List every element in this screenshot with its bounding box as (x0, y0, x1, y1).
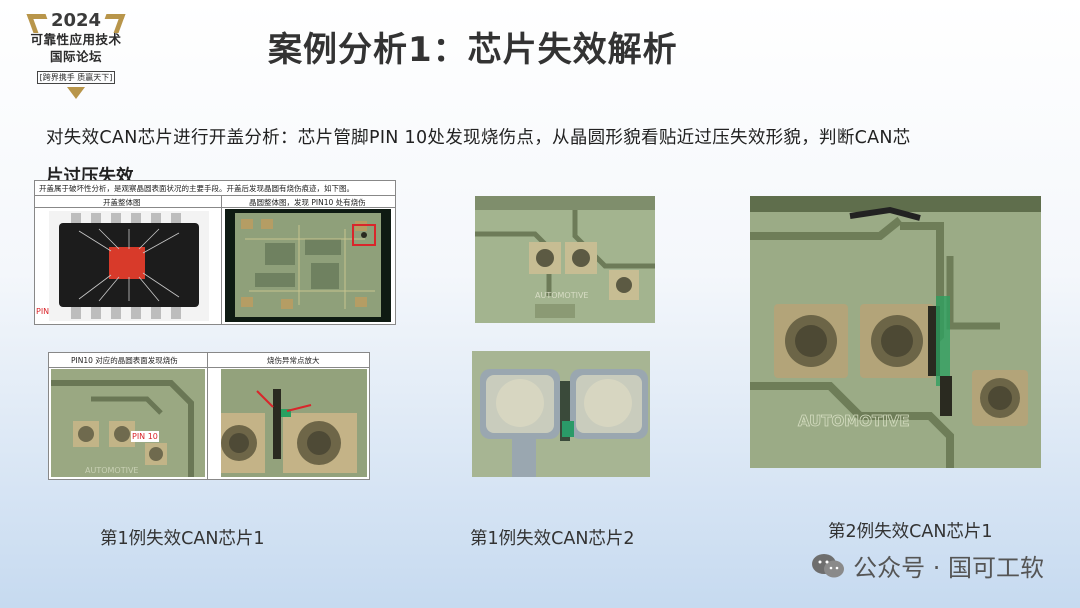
caption-case1-chip2: 第1例失效CAN芯片2 (470, 529, 635, 549)
panel-note: 开盖属于破坏性分析，是观察晶圆表面状况的主要手段。开盖后发现晶圆有烧伤痕迹，如下… (39, 184, 354, 193)
wechat-icon (811, 552, 845, 580)
logo-line-1: 可靠性应用技术 (30, 32, 122, 47)
logo-triangle-icon (67, 87, 85, 99)
body-text: 对失效CAN芯片进行开盖分析：芯片管脚PIN 10处发现烧伤点，从晶圆形貌看贴近… (46, 128, 911, 148)
logo-year: 2024 (22, 10, 130, 31)
burn-detail-panel: PIN10 对应的晶圆表面发现烧伤 烧伤异常点放大 AUTOMOTIVE PIN… (48, 352, 370, 480)
chip2-die-photo: AUTOMOTIVE (750, 196, 1041, 468)
decap-panel: 开盖属于破坏性分析，是观察晶圆表面状况的主要手段。开盖后发现晶圆有烧伤痕迹，如下… (34, 180, 396, 325)
watermark-text: 公众号 · 国可工软 (853, 554, 1044, 582)
wechat-watermark: 公众号 · 国可工软 (811, 548, 1044, 583)
panel2-col-1: PIN10 对应的晶圆表面发现烧伤 (71, 356, 178, 365)
chip1-die-photo-2 (472, 351, 650, 477)
panel2-col-2: 烧伤异常点放大 (267, 356, 320, 365)
slide-title: 案例分析1：芯片失效解析 (268, 30, 678, 70)
logo-slogan: [跨界携手 质赢天下] (36, 71, 116, 84)
panel2-marking: AUTOMOTIVE (85, 466, 138, 475)
pin10-surface-photo: AUTOMOTIVE (51, 369, 205, 477)
panel-col-2: 晶圆整体图，发现 PIN10 处有烧伤 (249, 198, 366, 207)
pin10-label: PIN 10 (131, 431, 159, 442)
chip1-die-photo-1: AUTOMOTIVE (475, 196, 655, 323)
pin-label: PIN (36, 307, 50, 316)
panel-col-1: 开盖整体图 (103, 198, 141, 207)
forum-logo: 2024 可靠性应用技术 国际论坛 [跨界携手 质赢天下] (22, 10, 130, 110)
die-overview-photo (225, 209, 391, 322)
body-text-continued: 片过压失效 (46, 167, 134, 183)
right-photo-marking: AUTOMOTIVE (798, 412, 910, 430)
caption-case2-chip1: 第2例失效CAN芯片1 (828, 522, 993, 542)
burn-zoom-photo (221, 369, 367, 477)
caption-case1-chip1: 第1例失效CAN芯片1 (100, 529, 265, 549)
logo-line-2: 国际论坛 (49, 49, 102, 64)
decap-chip-photo (49, 211, 209, 321)
mid-photo-marking: AUTOMOTIVE (535, 291, 588, 300)
